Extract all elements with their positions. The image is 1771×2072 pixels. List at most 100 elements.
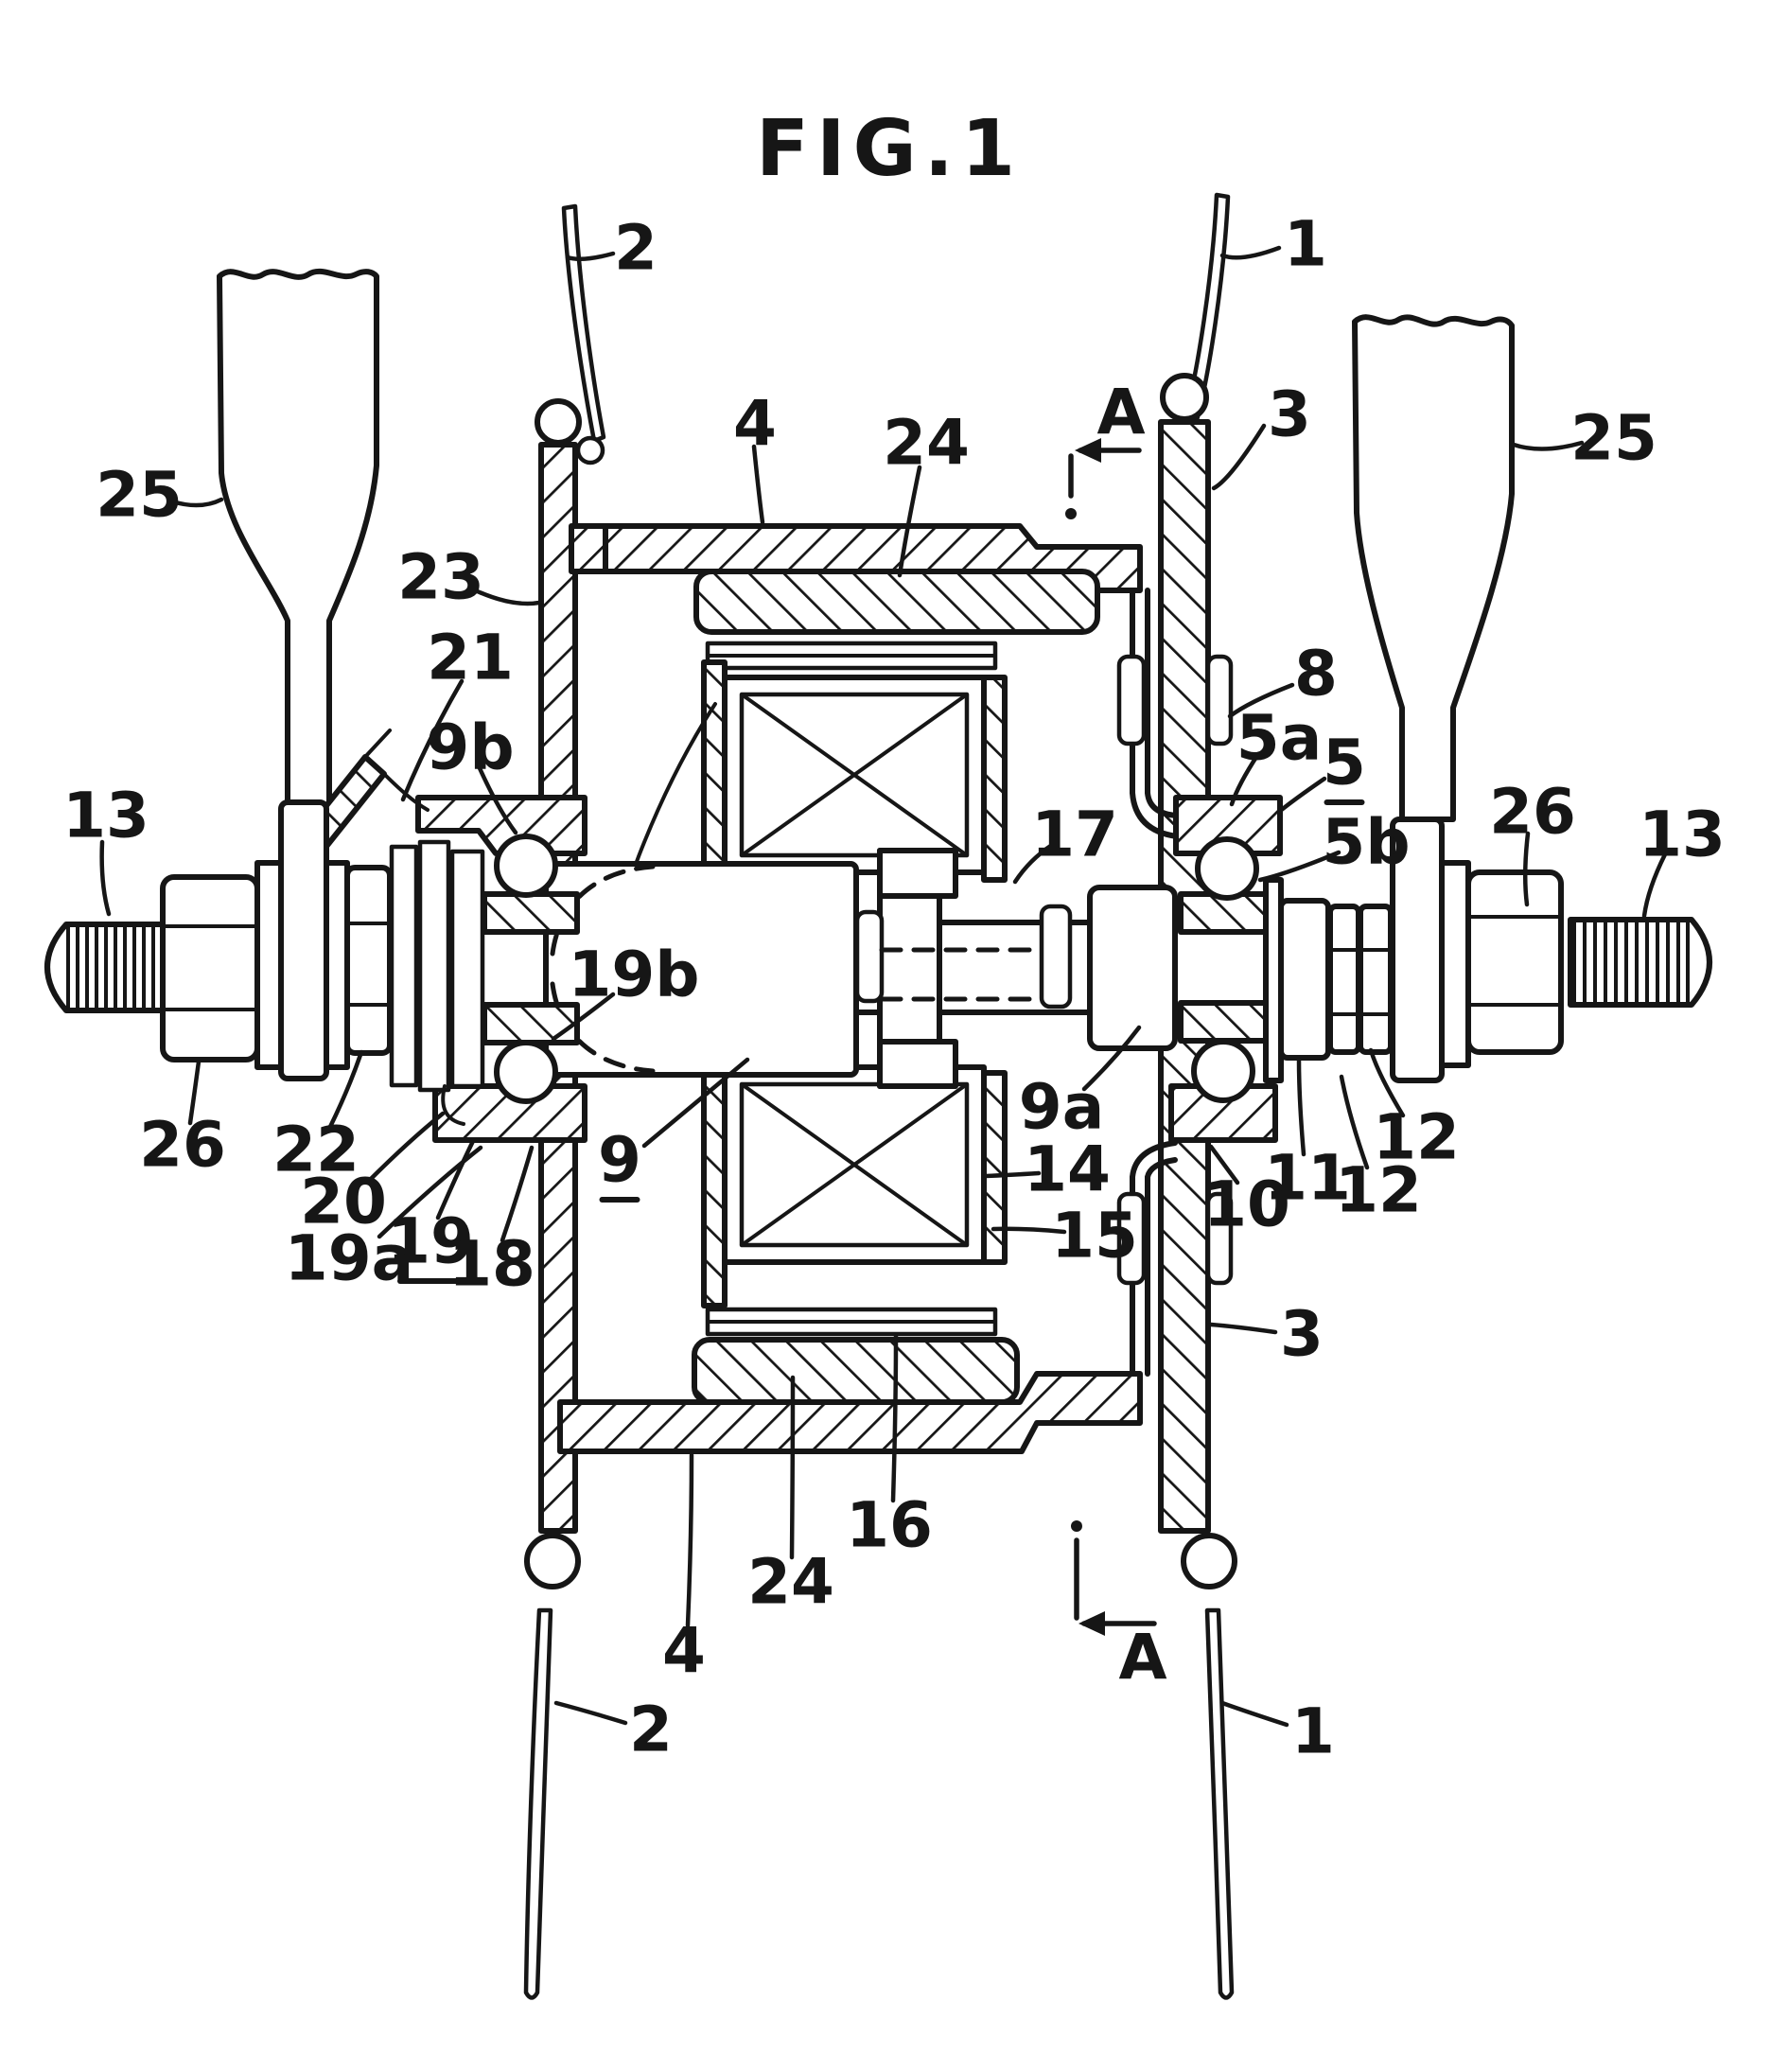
leader-24-5 bbox=[897, 465, 922, 578]
inner-race bbox=[482, 1002, 580, 1045]
leader-24-35 bbox=[789, 1375, 796, 1560]
ref-label-9-28: 9 bbox=[598, 1124, 641, 1197]
fasteners-left bbox=[160, 799, 393, 1081]
section-letter-0: A bbox=[1096, 377, 1145, 449]
ref-label-15-24: 15 bbox=[1051, 1200, 1138, 1273]
left-lock-parts bbox=[389, 839, 485, 1126]
ref-label-2-0: 2 bbox=[614, 212, 658, 285]
leader-15-24 bbox=[991, 1226, 1067, 1235]
leader-12-31 bbox=[1339, 1074, 1370, 1170]
ref-label-13-16: 13 bbox=[1639, 799, 1726, 871]
coil-top bbox=[701, 659, 1008, 892]
ref-label-4-4: 4 bbox=[733, 388, 777, 461]
leader-2-37 bbox=[553, 1700, 628, 1726]
ref-label-5-12: 5 bbox=[1323, 727, 1366, 799]
leader-lines bbox=[99, 245, 1668, 1728]
ref-label-9a-19: 9a bbox=[1019, 1071, 1104, 1144]
leader-12-32 bbox=[1368, 1047, 1406, 1118]
ball bbox=[1195, 836, 1259, 901]
ref-label-3-6: 3 bbox=[1268, 378, 1311, 451]
leader-4-4 bbox=[751, 444, 765, 525]
wheel-disc-bottom-left bbox=[523, 1607, 553, 2000]
leader-19-26 bbox=[435, 1138, 476, 1220]
ref-label-26-20: 26 bbox=[139, 1109, 226, 1182]
torque-tab bbox=[1205, 1191, 1234, 1286]
ref-label-24-5: 24 bbox=[883, 407, 970, 480]
ref-label-19b-18: 19b bbox=[568, 939, 699, 1011]
leader-14-22 bbox=[983, 1170, 1042, 1179]
washer bbox=[324, 860, 350, 1070]
left-fork-blade bbox=[217, 268, 379, 809]
ref-label-5b-13: 5b bbox=[1322, 806, 1410, 879]
ref-label-12-31: 12 bbox=[1335, 1154, 1422, 1227]
leader-1-1 bbox=[1219, 245, 1282, 260]
leader-5-12 bbox=[1276, 776, 1327, 815]
axle-nut bbox=[160, 874, 260, 1062]
section-line-dot bbox=[1065, 508, 1077, 519]
leader-8-10 bbox=[1227, 682, 1295, 719]
bearing-cone-right bbox=[1087, 885, 1178, 1051]
bearing-left bbox=[415, 795, 587, 1143]
magnet-ring-bottom bbox=[692, 1337, 1020, 1405]
ref-label-2-37: 2 bbox=[629, 1694, 673, 1766]
figure-title: FIG.1 bbox=[756, 104, 1023, 194]
ref-label-9b-9: 9b bbox=[426, 711, 514, 784]
leader-2-0 bbox=[565, 251, 616, 262]
ref-label-20-23: 20 bbox=[300, 1166, 387, 1238]
jam-nut bbox=[1358, 904, 1394, 1055]
leader-9a-19 bbox=[1081, 1025, 1142, 1092]
dust-cap bbox=[441, 1084, 465, 1126]
ball bbox=[1191, 1039, 1255, 1103]
rolled-edge-top bbox=[1160, 373, 1209, 422]
ref-label-25-2: 25 bbox=[96, 459, 183, 532]
ref-label-22-21: 22 bbox=[272, 1114, 359, 1186]
coil-bottom bbox=[701, 1064, 1008, 1308]
right-fork-blade bbox=[1352, 314, 1515, 822]
stator-liner-bottom bbox=[705, 1307, 998, 1337]
leader-20-23 bbox=[365, 1111, 446, 1185]
leader-13-14 bbox=[99, 839, 112, 917]
right-end-plate bbox=[1116, 588, 1234, 1377]
pin-cap bbox=[854, 909, 885, 1004]
ref-label-24-35: 24 bbox=[747, 1546, 834, 1619]
rolled-edge-bottom bbox=[1181, 1533, 1237, 1589]
ref-label-8-10: 8 bbox=[1294, 638, 1338, 711]
leader-19a-25 bbox=[377, 1145, 483, 1239]
jam-nut bbox=[1327, 904, 1361, 1055]
ball bbox=[494, 834, 558, 898]
stator-liner-top bbox=[705, 641, 998, 671]
leader-26-15 bbox=[1522, 831, 1531, 907]
leader-5a-11 bbox=[1229, 751, 1261, 807]
ref-label-11-30: 11 bbox=[1264, 1142, 1351, 1215]
hub-bottom-plate bbox=[557, 1371, 1143, 1454]
ref-label-10-29: 10 bbox=[1203, 1168, 1290, 1241]
ref-label-16-34: 16 bbox=[846, 1489, 933, 1562]
ref-label-1-38: 1 bbox=[1291, 1695, 1335, 1768]
leader-11-30 bbox=[1296, 1057, 1306, 1157]
ref-label-26-15: 26 bbox=[1489, 776, 1576, 849]
ref-label-4-36: 4 bbox=[662, 1615, 706, 1688]
fork-dropout bbox=[278, 799, 329, 1081]
ref-label-18-27: 18 bbox=[448, 1228, 535, 1301]
leader-25-3 bbox=[1511, 440, 1585, 451]
leader-18-27 bbox=[500, 1145, 535, 1243]
leader-17-17 bbox=[1012, 842, 1055, 885]
leader-5b-13 bbox=[1257, 850, 1341, 883]
leader-23-7 bbox=[468, 586, 542, 606]
ball bbox=[494, 1040, 558, 1104]
leader-9-28 bbox=[641, 1057, 750, 1149]
rotor-web bbox=[854, 848, 1073, 1089]
leader-26-20 bbox=[187, 1059, 202, 1126]
ref-label-14-22: 14 bbox=[1024, 1133, 1111, 1206]
leader-22-21 bbox=[327, 1049, 364, 1130]
rolled-edge-bottom bbox=[524, 1533, 581, 1589]
ref-label-21-8: 21 bbox=[427, 622, 514, 694]
leader-16-34 bbox=[890, 1333, 899, 1503]
leader-13-16 bbox=[1641, 852, 1668, 919]
inner-race bbox=[1178, 1000, 1274, 1044]
leader-19b-18 bbox=[551, 992, 616, 1042]
section-arrow-head bbox=[1075, 438, 1101, 463]
